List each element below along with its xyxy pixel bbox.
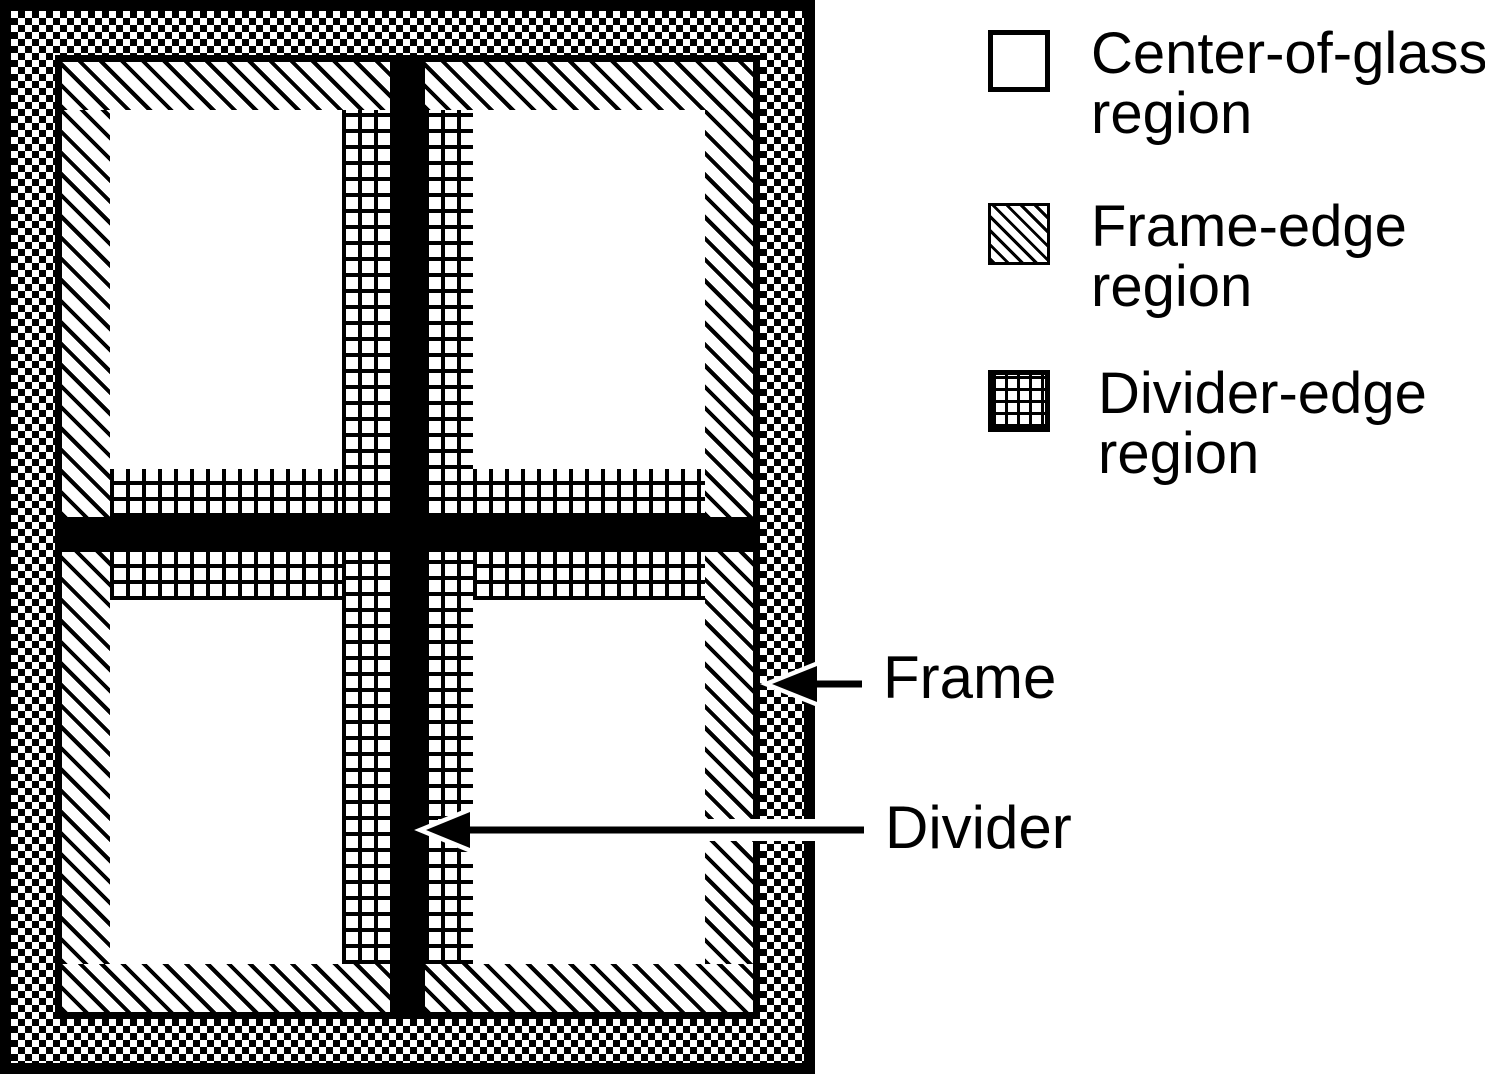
legend-item-frame-edge: Frame-edge region [988,197,1407,317]
divider-edge-band [110,552,342,600]
frame-edge-swatch-icon [988,203,1050,265]
divider-annotation-label: Divider [885,794,1072,861]
divider-edge-band [110,469,342,517]
legend-label-line2: region [1098,421,1260,486]
frame-edge-band [62,964,390,1012]
glazing-area [62,62,753,1012]
legend-label-line2: region [1091,254,1253,319]
frame-edge-band [705,552,753,964]
divider-edge-band [473,552,705,600]
horizontal-divider-bar [62,517,753,552]
window-diagram [0,0,815,1074]
legend-item-center-of-glass: Center-of-glass region [988,24,1485,144]
divider-edge-band [342,552,390,964]
legend-label-line1: Frame-edge [1091,194,1407,259]
frame-inner-edge-line [55,55,760,1019]
divider-edge-band [473,469,705,517]
frame-edge-band [62,62,390,110]
legend-item-divider-edge: Divider-edge region [988,364,1427,484]
legend-label: Center-of-glass region [1091,24,1485,144]
pane-bottom-right [425,552,753,1012]
pane-top-right [425,62,753,517]
frame-edge-band [705,110,753,517]
frame-edge-band [425,964,753,1012]
divider-edge-band [425,110,473,517]
legend-label: Frame-edge region [1091,197,1407,317]
divider-edge-swatch-icon [988,370,1050,432]
divider-edge-band [425,552,473,964]
pane-top-left [62,62,390,517]
legend-label: Divider-edge region [1098,364,1427,484]
legend-label-line2: region [1091,81,1253,146]
legend-label-line1: Center-of-glass [1091,21,1485,86]
frame-edge-band [425,62,753,110]
pane-bottom-left [62,552,390,1012]
frame-edge-band [62,110,110,517]
frame-annotation-label: Frame [883,644,1057,711]
frame-edge-band [62,552,110,964]
divider-edge-band [342,110,390,517]
legend-label-line1: Divider-edge [1098,361,1427,426]
center-of-glass-swatch-icon [988,30,1050,92]
frame-checkerboard-region [11,11,804,1063]
